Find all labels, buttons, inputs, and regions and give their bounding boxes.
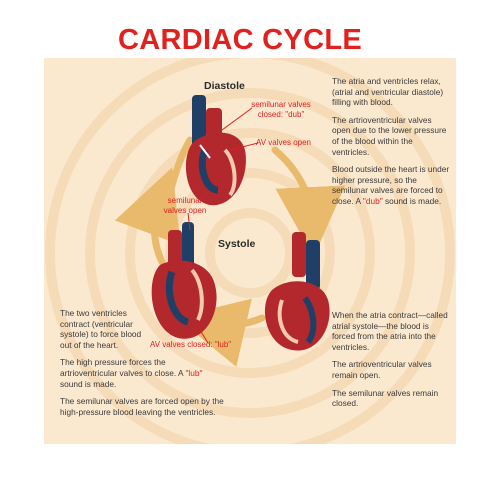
diastole-heading: Diastole: [204, 80, 245, 92]
av-open-label: AV valves open: [256, 138, 311, 147]
atrial-text-3: The semilunar valves remain closed.: [332, 387, 439, 409]
diagram-panel: [44, 58, 456, 444]
lub-sound: "lub": [185, 367, 203, 378]
label-pointers: [187, 107, 259, 344]
systole-text-1: The two ventricles contract (ventricular…: [60, 308, 142, 350]
diastole-text-1: The atria and ventricles relax, (atrial …: [332, 76, 444, 108]
diastole-text-3: Blood outside the heart is under higher …: [332, 164, 450, 206]
heart-diastole: [185, 95, 246, 206]
heart-atrial-systole: [264, 232, 330, 351]
semilunar-closed-label: semilunar valves closed: "dub": [251, 100, 311, 119]
semilunar-open-label: semilunar valves open: [163, 196, 207, 215]
systole-text-2: The high pressure forces the artrioventr…: [60, 357, 203, 389]
ventricular-systole-description: The two ventricles contract (ventricular…: [60, 308, 225, 424]
atrial-text-2: The artrioventricular valves remain open…: [332, 359, 432, 380]
systole-heading: Systole: [218, 238, 256, 250]
cycle-arrows: [114, 136, 346, 367]
diastole-text-2: The artrioventricular valves open due to…: [332, 114, 447, 157]
systole-text-3: The semilunar valves are forced open by …: [60, 396, 224, 417]
dub-sound: "dub": [362, 195, 383, 206]
av-closed-label: AV valves closed: "lub": [150, 340, 232, 349]
atrial-text-1: When the atria contract—called atrial sy…: [332, 310, 448, 352]
atrial-systole-description: When the atria contract—called atrial sy…: [332, 310, 452, 416]
page-title: CARDIAC CYCLE: [118, 24, 362, 56]
diastole-description: The atria and ventricles relax, (atrial …: [332, 76, 450, 214]
heart-systole: [151, 222, 217, 339]
